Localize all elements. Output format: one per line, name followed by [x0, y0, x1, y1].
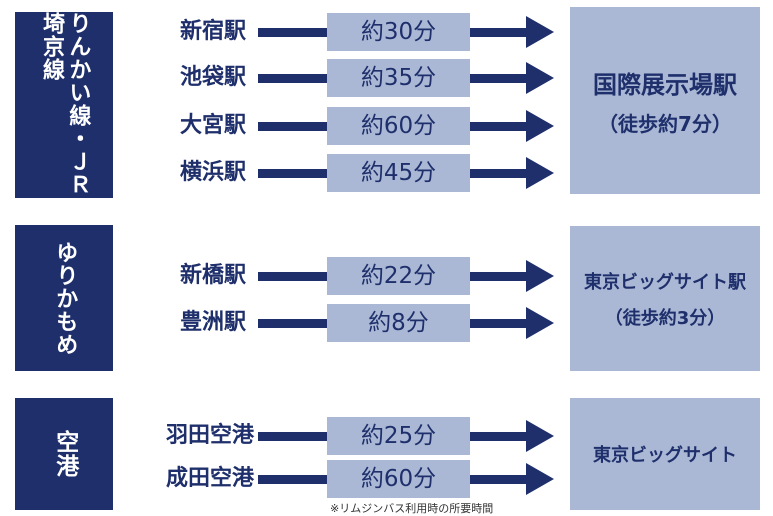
group-label-airport: 空港	[15, 398, 113, 510]
route-line	[470, 122, 528, 131]
route-line	[470, 169, 528, 178]
travel-time: 約22分	[327, 257, 470, 295]
arrow-right-icon	[526, 110, 554, 142]
arrow-right-icon	[526, 307, 554, 339]
route-line	[470, 28, 528, 37]
arrow-right-icon	[526, 16, 554, 48]
travel-time: 約60分	[327, 107, 470, 145]
arrow-right-icon	[526, 463, 554, 495]
station-label: 池袋駅	[179, 65, 246, 90]
station-label: 羽田空港	[165, 423, 254, 448]
destination-name: 東京ビッグサイト駅	[584, 271, 746, 293]
route-line	[470, 272, 528, 281]
group-label-yurikamome: ゆりかもめ	[15, 225, 113, 371]
station-label: 新宿駅	[179, 19, 246, 44]
travel-time: 約45分	[327, 154, 470, 192]
footnote: ※リムジンバス利用時の所要時間	[330, 502, 494, 515]
destination-box: 東京ビッグサイト	[570, 398, 760, 510]
route-line	[258, 272, 328, 281]
station-label: 横浜駅	[179, 160, 246, 185]
destination-box: 東京ビッグサイト駅 （徒歩約3分）	[570, 226, 760, 371]
route-line	[470, 319, 528, 328]
route-line	[470, 432, 528, 441]
route-line	[258, 122, 328, 131]
station-label: 豊洲駅	[179, 310, 246, 335]
station-label: 成田空港	[165, 466, 254, 491]
travel-time: 約35分	[327, 59, 470, 97]
route-line	[258, 28, 328, 37]
route-line	[470, 475, 528, 484]
destination-box: 国際展示場駅 （徒歩約7分）	[570, 7, 760, 194]
arrow-right-icon	[526, 62, 554, 94]
station-label: 大宮駅	[179, 113, 246, 138]
arrow-right-icon	[526, 157, 554, 189]
destination-name: 国際展示場駅	[593, 70, 737, 99]
group-label-rinkai-saikyo: りんかい線・ＪＲ埼京線	[15, 12, 113, 198]
route-line	[258, 169, 328, 178]
route-line	[258, 475, 328, 484]
station-label: 新橋駅	[179, 263, 246, 288]
destination-walk-time: （徒歩約3分）	[604, 307, 726, 329]
arrow-right-icon	[526, 260, 554, 292]
arrow-right-icon	[526, 420, 554, 452]
destination-name: 東京ビッグサイト	[593, 445, 737, 466]
route-line	[258, 319, 328, 328]
travel-time: 約25分	[327, 417, 470, 455]
travel-time: 約60分	[327, 460, 470, 498]
route-line	[258, 432, 328, 441]
travel-time: 約30分	[327, 13, 470, 51]
travel-time: 約8分	[327, 304, 470, 342]
destination-walk-time: （徒歩約7分）	[598, 111, 732, 136]
route-line	[258, 74, 328, 83]
route-line	[470, 74, 528, 83]
